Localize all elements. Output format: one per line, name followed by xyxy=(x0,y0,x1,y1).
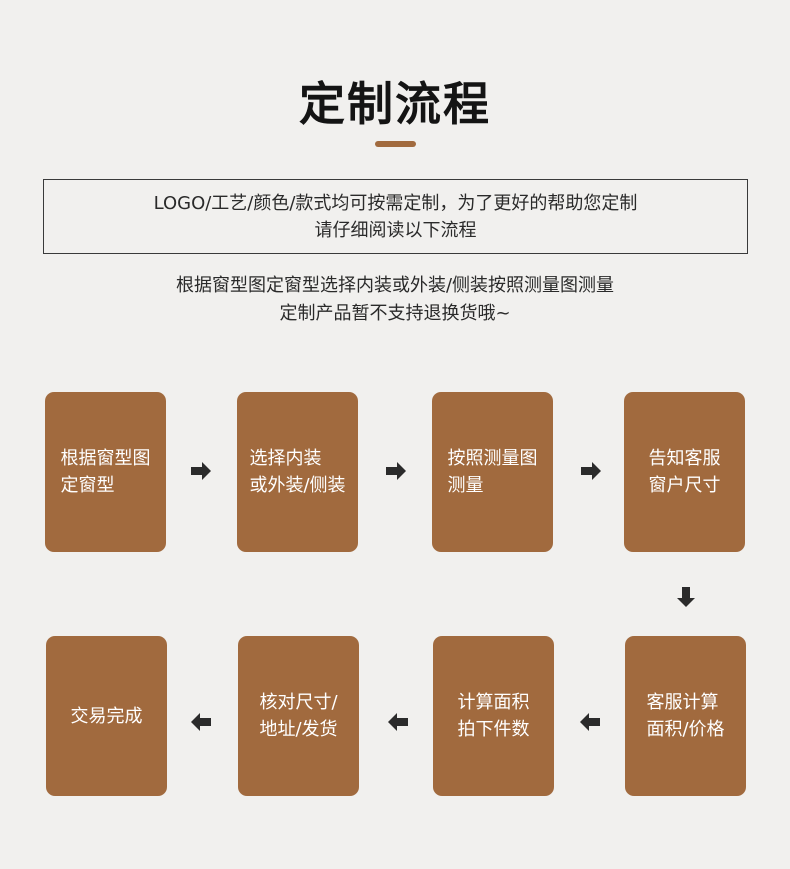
title-underline xyxy=(375,141,416,147)
notice-line-2: 请仔细阅读以下流程 xyxy=(314,219,477,241)
arrow-left-icon xyxy=(189,710,213,734)
info-text: 根据窗型图定窗型选择内装或外装/侧装按照测量图测量 定制产品暂不支持退换货哦~ xyxy=(0,272,790,328)
arrow-right-icon xyxy=(189,459,213,483)
step-box-1: 根据窗型图 定窗型 xyxy=(45,392,166,552)
step-label-6: 计算面积 拍下件数 xyxy=(457,692,530,740)
step-box-3: 按照测量图 测量 xyxy=(432,392,553,552)
step-label-8: 交易完成 xyxy=(70,705,143,727)
arrow-down-icon xyxy=(674,585,698,609)
arrow-right-icon xyxy=(579,459,603,483)
info-line-2: 定制产品暂不支持退换货哦~ xyxy=(279,303,511,324)
notice-line-1: LOGO/工艺/颜色/款式均可按需定制，为了更好的帮助您定制 xyxy=(153,192,638,214)
step-label-7: 核对尺寸/ 地址/发货 xyxy=(259,692,338,740)
step-box-6: 计算面积 拍下件数 xyxy=(433,636,554,796)
step-label-1: 根据窗型图 定窗型 xyxy=(60,448,151,496)
page-title: 定制流程 xyxy=(299,77,491,131)
arrow-left-icon xyxy=(386,710,410,734)
arrow-right-icon xyxy=(384,459,408,483)
step-box-7: 核对尺寸/ 地址/发货 xyxy=(238,636,359,796)
arrow-left-icon xyxy=(578,710,602,734)
step-label-2: 选择内装 或外装/侧装 xyxy=(249,448,346,496)
notice-box: LOGO/工艺/颜色/款式均可按需定制，为了更好的帮助您定制 请仔细阅读以下流程 xyxy=(43,179,748,254)
step-box-5: 客服计算 面积/价格 xyxy=(625,636,746,796)
step-box-2: 选择内装 或外装/侧装 xyxy=(237,392,358,552)
step-box-8: 交易完成 xyxy=(46,636,167,796)
step-label-3: 按照测量图 测量 xyxy=(447,448,538,496)
info-line-1: 根据窗型图定窗型选择内装或外装/侧装按照测量图测量 xyxy=(175,275,615,296)
step-label-5: 客服计算 面积/价格 xyxy=(646,692,725,740)
step-box-4: 告知客服 窗户尺寸 xyxy=(624,392,745,552)
step-label-4: 告知客服 窗户尺寸 xyxy=(648,448,721,496)
